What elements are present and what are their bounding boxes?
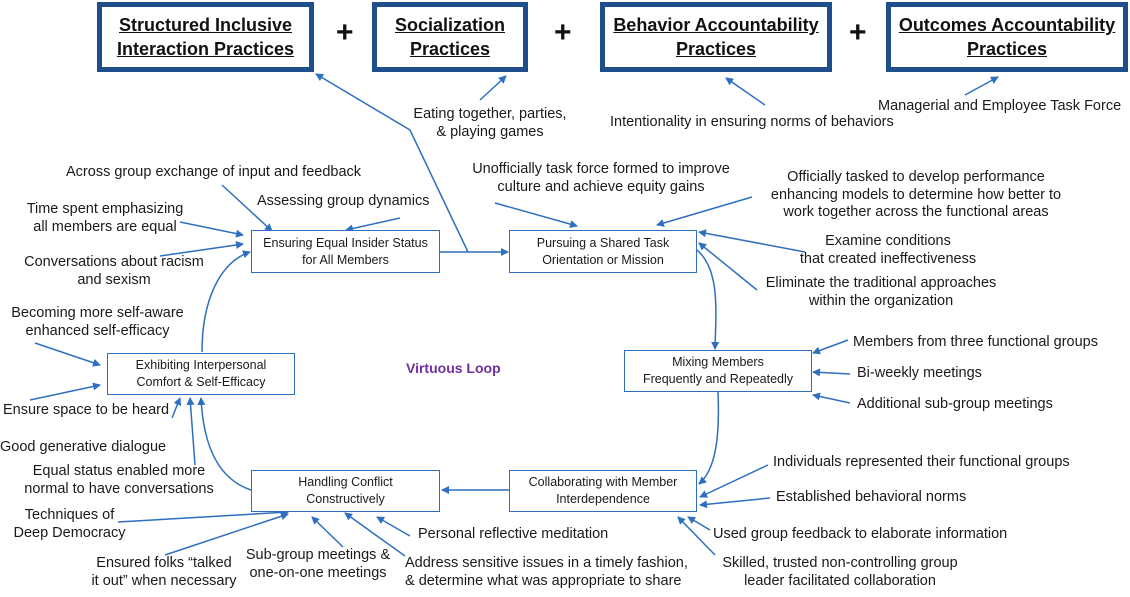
arrow xyxy=(376,516,411,537)
arrow xyxy=(201,250,251,353)
arrow xyxy=(699,497,771,509)
annotation: Conversations about racism and sexism xyxy=(24,254,204,288)
plus-sign: + xyxy=(554,16,572,49)
annotation: Ensured folks “talked it out” when neces… xyxy=(91,555,237,589)
annotation: Sub-group meetings & one-on-one meetings xyxy=(245,547,391,581)
annotation: Members from three functional groups xyxy=(853,334,1098,350)
annotation: Bi-weekly meetings xyxy=(857,365,982,381)
arrow xyxy=(696,249,720,350)
annotation: Officially tasked to develop performance… xyxy=(770,169,1062,220)
node-conflict: Handling Conflict Constructively xyxy=(251,470,440,512)
arrow xyxy=(699,464,769,498)
virtuous-loop-label: Virtuous Loop xyxy=(406,360,501,376)
annotation: Becoming more self-aware enhanced self-e… xyxy=(11,305,184,339)
annotation: Individuals represented their functional… xyxy=(773,454,1070,470)
arrow xyxy=(656,196,753,227)
plus-sign: + xyxy=(336,16,354,49)
arrow xyxy=(311,516,344,548)
node-collaborating: Collaborating with Member Interdependenc… xyxy=(509,470,697,512)
arrow xyxy=(812,339,849,355)
annotation: Personal reflective meditation xyxy=(418,526,609,542)
arrow xyxy=(315,73,469,253)
arrow xyxy=(179,221,244,238)
annotation: Intentionality in ensuring norms of beha… xyxy=(610,114,894,130)
annotation: Established behavioral norms xyxy=(776,489,967,505)
arrow xyxy=(344,512,406,557)
annotation: Eliminate the traditional approaches wit… xyxy=(765,275,997,309)
arrow xyxy=(186,397,196,466)
annotation: Examine conditions that created ineffect… xyxy=(799,233,977,267)
arrow xyxy=(812,392,851,404)
annotation: Address sensitive issues in a timely fas… xyxy=(405,555,688,589)
arrow xyxy=(29,382,101,401)
practice-box-structured-inclusive: Structured Inclusive Interaction Practic… xyxy=(97,2,314,72)
arrow xyxy=(812,368,851,377)
plus-sign: + xyxy=(849,16,867,49)
annotation: Managerial and Employee Task Force xyxy=(878,98,1122,114)
arrow xyxy=(698,242,758,291)
practice-box-socialization: Socialization Practices xyxy=(372,2,528,72)
annotation: Techniques of Deep Democracy xyxy=(13,507,126,541)
annotation: Time spent emphasizing all members are e… xyxy=(26,201,184,235)
arrow xyxy=(479,75,507,101)
arrow xyxy=(171,397,182,419)
annotation: Eating together, parties, & playing game… xyxy=(413,106,567,140)
arrow xyxy=(221,184,273,232)
arrow xyxy=(117,508,289,523)
annotation: Good generative dialogue xyxy=(0,439,167,455)
annotation: Equal status enabled more normal to have… xyxy=(24,463,214,497)
practice-box-behavior-accountability: Behavior Accountability Practices xyxy=(600,2,832,72)
arrow xyxy=(964,76,999,96)
arrow xyxy=(164,512,289,556)
arrow xyxy=(494,202,578,228)
arrow xyxy=(677,516,716,556)
arrow xyxy=(197,397,252,491)
annotation: Additional sub-group meetings xyxy=(857,396,1053,412)
arrow xyxy=(725,77,766,106)
node-shared-task: Pursuing a Shared Task Orientation or Mi… xyxy=(509,230,697,273)
annotation: Used group feedback to elaborate informa… xyxy=(713,526,1008,542)
arrow xyxy=(698,229,806,253)
annotation: Unofficially task force formed to improv… xyxy=(472,161,730,195)
annotation: Across group exchange of input and feedb… xyxy=(66,164,362,180)
arrow xyxy=(345,217,401,233)
arrow xyxy=(687,516,711,531)
practice-box-outcomes-accountability: Outcomes Accountability Practices xyxy=(886,2,1128,72)
node-comfort: Exhibiting Interpersonal Comfort & Self-… xyxy=(107,353,295,395)
annotation: Assessing group dynamics xyxy=(257,193,430,209)
annotation: Ensure space to be heard xyxy=(3,402,170,418)
node-mixing: Mixing Members Frequently and Repeatedly xyxy=(624,350,812,392)
annotation: Skilled, trusted non-controlling group l… xyxy=(722,555,958,589)
node-equal-status: Ensuring Equal Insider Status for All Me… xyxy=(251,230,440,273)
arrow xyxy=(698,391,720,485)
arrow xyxy=(159,241,244,257)
arrow xyxy=(34,342,101,367)
